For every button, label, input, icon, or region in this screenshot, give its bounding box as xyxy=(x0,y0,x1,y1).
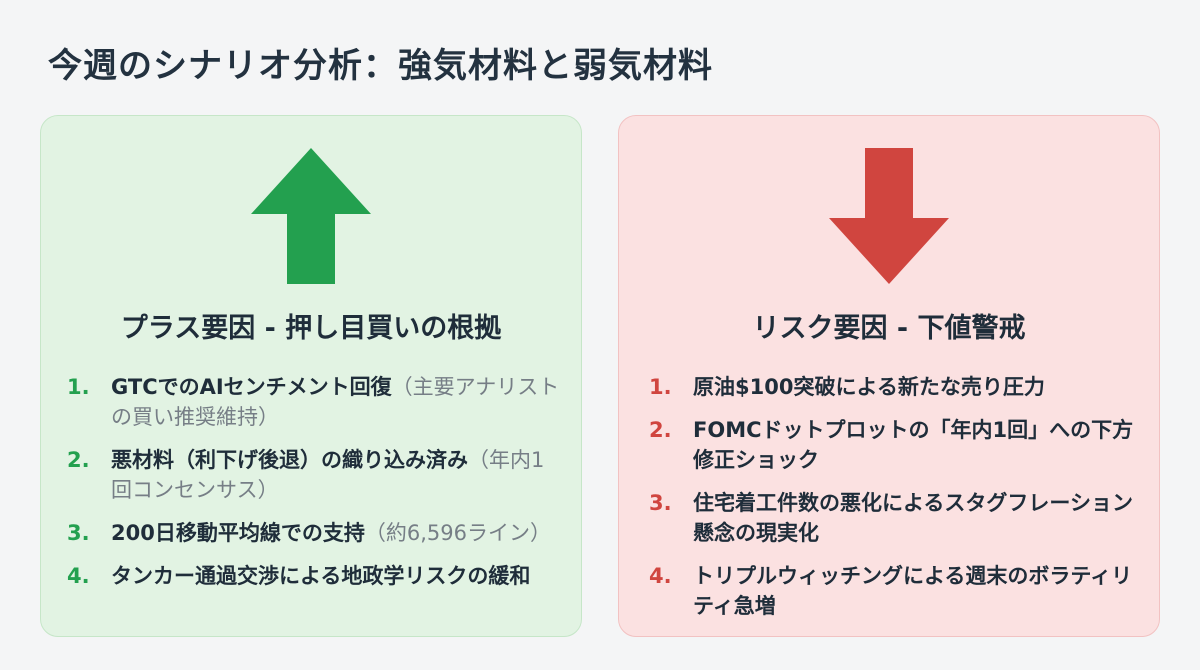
item-number: 4. xyxy=(649,564,672,588)
item-number: 3. xyxy=(67,521,90,545)
item-number: 2. xyxy=(67,448,90,472)
item-text: FOMCドットプロットの「年内1回」への下方修正ショック xyxy=(693,418,1134,472)
list-item: 3. 200日移動平均線での支持（約6,596ライン） xyxy=(67,518,563,548)
item-text: 200日移動平均線での支持 xyxy=(111,521,365,545)
list-item: 1. 原油$100突破による新たな売り圧力 xyxy=(649,372,1141,402)
list-item: 4. タンカー通過交渉による地政学リスクの緩和 xyxy=(67,561,563,591)
item-number: 1. xyxy=(67,375,90,399)
page-title: 今週のシナリオ分析：強気材料と弱気材料 xyxy=(48,46,713,86)
list-item: 2. FOMCドットプロットの「年内1回」への下方修正ショック xyxy=(649,415,1141,475)
risk-factors-list: 1. 原油$100突破による新たな売り圧力 2. FOMCドットプロットの「年内… xyxy=(649,372,1141,634)
item-note: （約6,596ライン） xyxy=(364,521,551,545)
item-text: タンカー通過交渉による地政学リスクの緩和 xyxy=(111,564,531,588)
item-note: （主要アナリストの買い推奨維持） xyxy=(111,375,560,429)
plus-factors-panel: プラス要因 - 押し目買いの根拠 1. GTCでのAIセンチメント回復（主要アナ… xyxy=(40,115,582,637)
item-text: トリプルウィッチングによる週末のボラティリティ急増 xyxy=(693,564,1133,618)
risk-factors-heading: リスク要因 - 下値警戒 xyxy=(752,313,1026,344)
item-text: 悪材料（利下げ後退）の織り込み済み xyxy=(111,448,468,472)
item-text: 原油$100突破による新たな売り圧力 xyxy=(693,375,1045,399)
item-number: 4. xyxy=(67,564,90,588)
list-item: 2. 悪材料（利下げ後退）の織り込み済み（年内1回コンセンサス） xyxy=(67,445,563,505)
item-text: GTCでのAIセンチメント回復 xyxy=(111,375,392,399)
list-item: 3. 住宅着工件数の悪化によるスタグフレーション懸念の現実化 xyxy=(649,488,1141,548)
down-arrow-icon xyxy=(829,148,949,284)
plus-factors-heading: プラス要因 - 押し目買いの根拠 xyxy=(120,313,502,344)
list-item: 4. トリプルウィッチングによる週末のボラティリティ急増 xyxy=(649,561,1141,621)
item-text: 住宅着工件数の悪化によるスタグフレーション懸念の現実化 xyxy=(693,491,1133,545)
up-arrow-icon xyxy=(251,148,371,284)
item-note: （年内1回コンセンサス） xyxy=(111,448,545,502)
plus-factors-list: 1. GTCでのAIセンチメント回復（主要アナリストの買い推奨維持） 2. 悪材… xyxy=(67,372,563,604)
item-number: 1. xyxy=(649,375,672,399)
item-number: 2. xyxy=(649,418,672,442)
list-item: 1. GTCでのAIセンチメント回復（主要アナリストの買い推奨維持） xyxy=(67,372,563,432)
item-number: 3. xyxy=(649,491,672,515)
risk-factors-panel: リスク要因 - 下値警戒 1. 原油$100突破による新たな売り圧力 2. FO… xyxy=(618,115,1160,637)
